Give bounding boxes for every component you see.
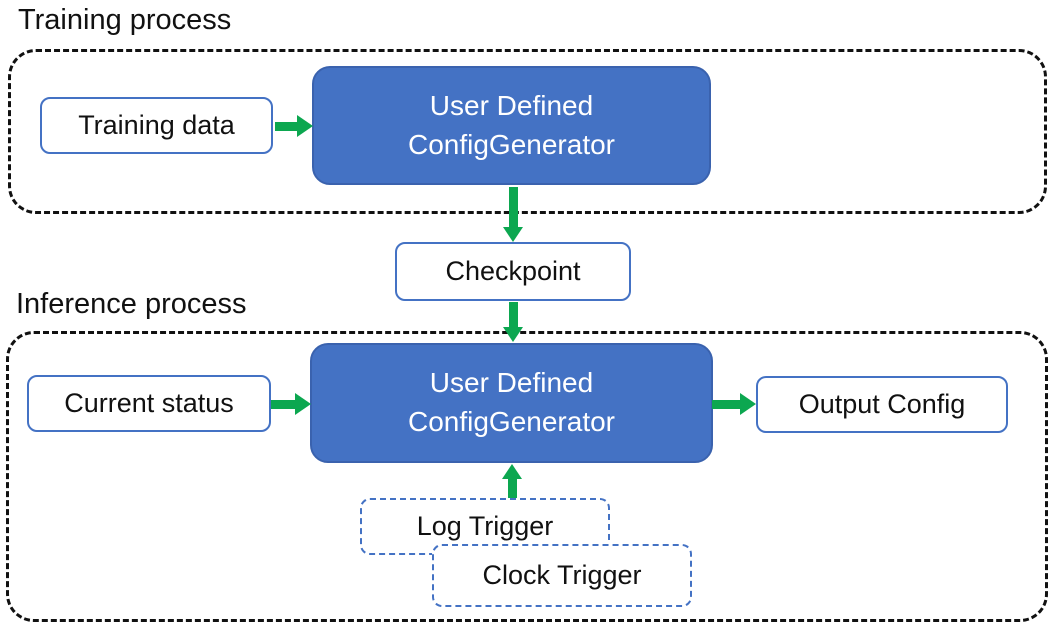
- arrow-training-data-to-generator-icon: [275, 115, 313, 137]
- arrow-shaft: [508, 477, 517, 498]
- clock-trigger-box: Clock Trigger: [432, 544, 692, 607]
- current-status-box: Current status: [27, 375, 271, 432]
- arrow-shaft: [271, 400, 297, 409]
- inference-process-label: Inference process: [16, 288, 247, 320]
- arrow-head: [503, 227, 523, 242]
- arrow-head: [503, 327, 523, 342]
- arrow-shaft: [509, 187, 518, 229]
- arrow-head: [740, 393, 756, 415]
- output-config-box: Output Config: [756, 376, 1008, 433]
- checkpoint-box: Checkpoint: [395, 242, 631, 301]
- arrow-generator-to-checkpoint-icon: [503, 187, 524, 242]
- arrow-shaft: [509, 302, 518, 329]
- arrow-shaft: [275, 122, 299, 131]
- training-process-label: Training process: [18, 4, 232, 36]
- arrow-current-status-to-generator-icon: [271, 393, 311, 415]
- arrow-shaft: [712, 400, 742, 409]
- arrow-triggers-to-generator-icon: [502, 464, 523, 498]
- arrow-head: [297, 115, 313, 137]
- training-data-box: Training data: [40, 97, 273, 154]
- inference-process-container: [6, 331, 1048, 622]
- inference-config-generator-box: User Defined ConfigGenerator: [310, 343, 713, 463]
- arrow-head: [502, 464, 522, 479]
- training-process-container: [8, 49, 1047, 214]
- arrow-checkpoint-to-inference-generator-icon: [503, 302, 524, 342]
- training-config-generator-box: User Defined ConfigGenerator: [312, 66, 711, 185]
- arrow-head: [295, 393, 311, 415]
- arrow-generator-to-output-config-icon: [712, 393, 756, 415]
